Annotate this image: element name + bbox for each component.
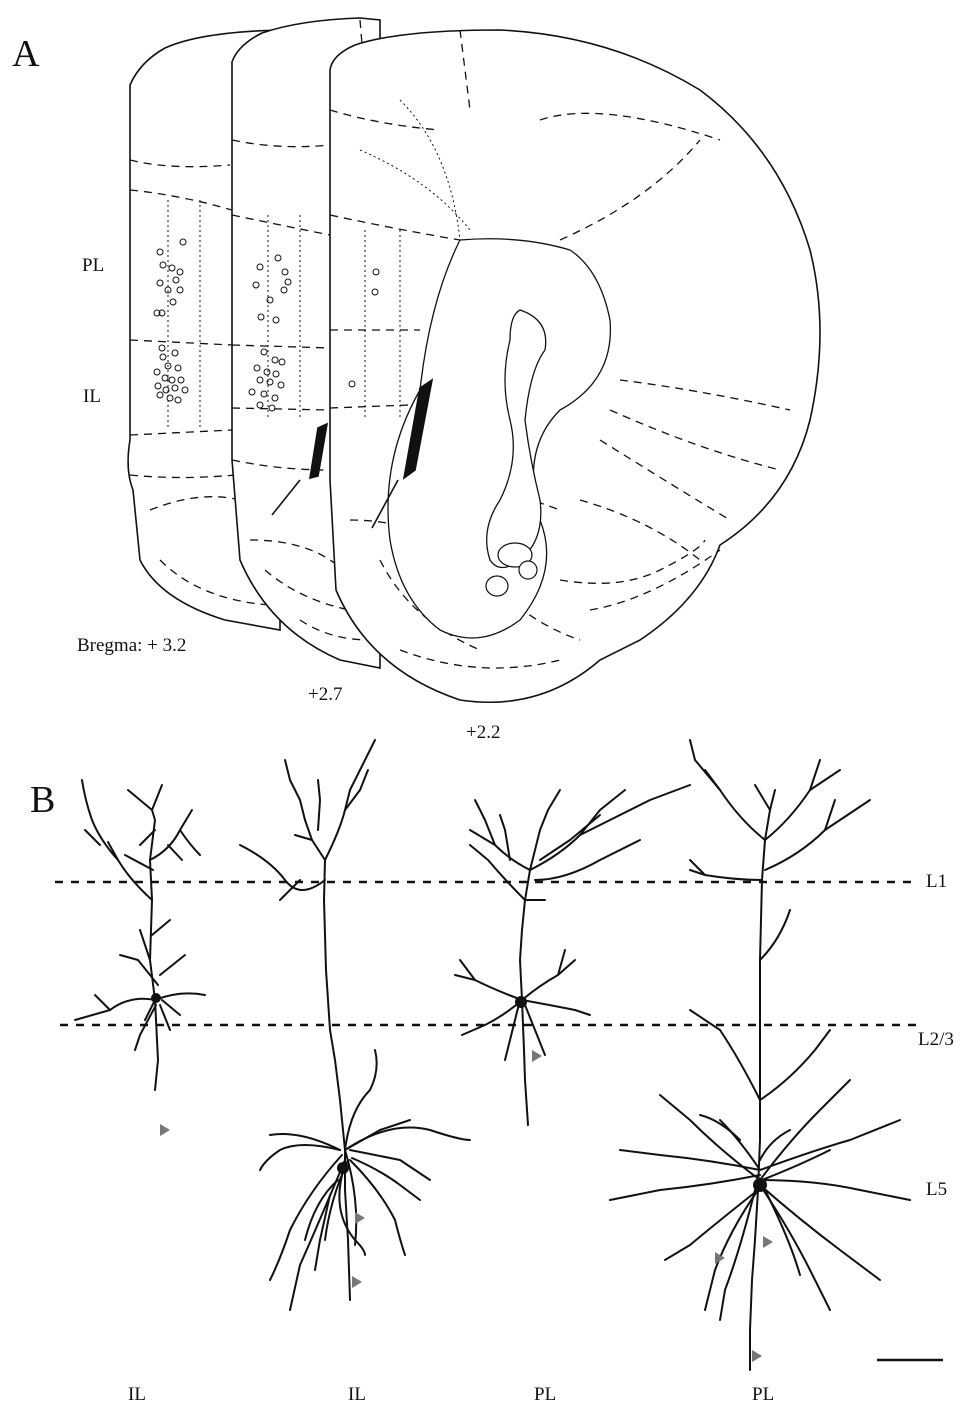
axon-marker-5 — [763, 1236, 773, 1248]
coronal-section-bregma-2-2 — [330, 30, 820, 702]
axon-marker-4 — [532, 1050, 542, 1062]
axon-marker-1 — [160, 1124, 170, 1136]
layer-label-l23: L2/3 — [918, 1029, 954, 1050]
axon-marker-7 — [752, 1350, 762, 1362]
neuron-label-4: PL — [752, 1384, 774, 1405]
section-label-2-2: +2.2 — [466, 722, 500, 743]
region-label-il: IL — [83, 386, 101, 407]
neuron-il-layer-2-3 — [75, 780, 205, 1090]
neuron-pl-layer-2-3-soma — [515, 996, 527, 1008]
layer-label-l5: L5 — [926, 1179, 947, 1200]
neuron-il-layer-5-soma — [337, 1162, 349, 1174]
neuron-pl-layer-2-3 — [455, 785, 690, 1125]
neuron-label-3: PL — [534, 1384, 556, 1405]
axon-marker-3 — [352, 1276, 362, 1288]
axon-marker-6 — [715, 1252, 725, 1264]
panel-b-letter: B — [30, 779, 55, 821]
neuron-pl-layer-5 — [610, 740, 910, 1370]
axon-marker-2 — [355, 1212, 365, 1224]
section-label-bregma-3-2: Bregma: + 3.2 — [77, 635, 186, 656]
region-label-pl: PL — [82, 255, 104, 276]
panel-a-letter: A — [12, 33, 40, 75]
neuron-il-layer-2-3-soma — [151, 993, 161, 1003]
neuron-label-1: IL — [128, 1384, 146, 1405]
section-label-2-7: +2.7 — [308, 684, 342, 705]
layer-label-l1: L1 — [926, 871, 947, 892]
neuron-pl-layer-5-soma — [753, 1178, 767, 1192]
neuron-label-2: IL — [348, 1384, 366, 1405]
